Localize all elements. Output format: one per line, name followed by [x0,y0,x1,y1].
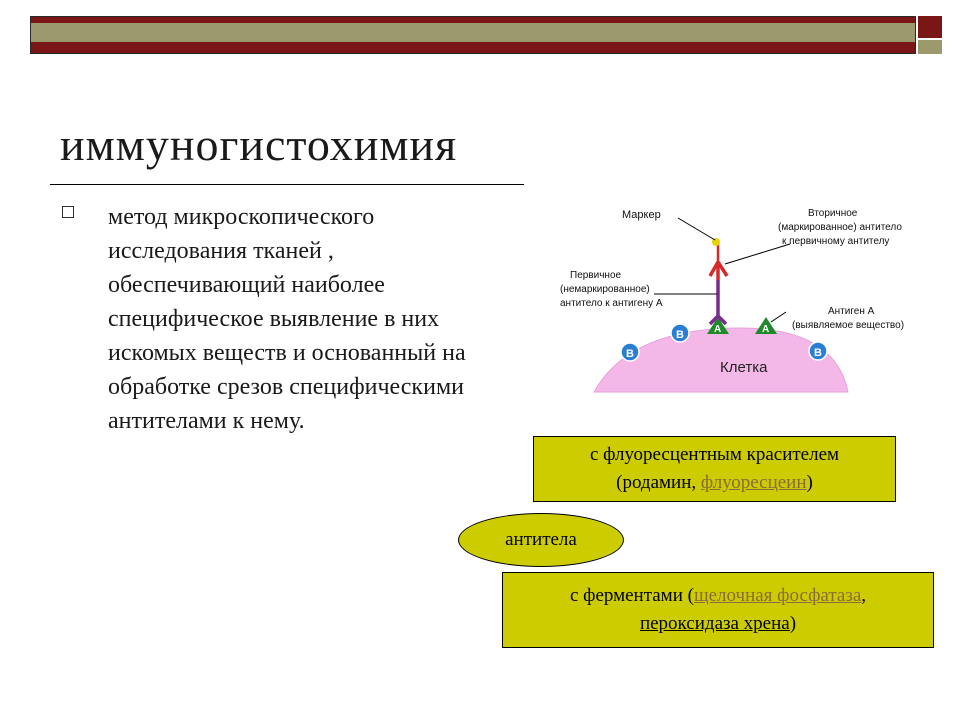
secondary-antibody [708,242,729,280]
fluor-line-1: с флуоресцентным красителем [589,444,840,465]
primary-label-3: антитело к антигену А [560,298,663,309]
secondary-label-3: к первичному антителу [782,236,889,247]
fluor-line-2: (родамин, флуоресцеин) [534,469,895,497]
svg-text:A: A [714,324,721,335]
fluor-prefix: (родамин, [616,472,701,493]
fluor-suffix: ) [806,472,813,493]
antigen-pointer [770,311,787,323]
header-stripe [31,23,915,42]
enzymes-box: с ферментами (щелочная фосфатаза, перокс… [502,572,934,648]
antigen-a-1: A [707,317,729,335]
bullet-text: метод микроскопического исследования тка… [108,204,466,434]
marker-label: Маркер [622,209,661,221]
antigen-a-2: A [755,317,777,335]
antigen-label-2: (выявляемое вещество) [792,320,904,331]
immunohistochemistry-diagram: Клетка B B B A A Маркер Вторичное [560,208,904,393]
antigen-b-1: B [620,342,640,362]
header-corner [918,16,942,54]
antigen-label-1: Антиген А [828,306,875,317]
antigen-b-3: B [808,341,828,361]
primary-label-2: (немаркированное) [560,284,650,295]
fluorescein-link[interactable]: флуоресцеин [700,472,807,493]
enzyme-line-1: с ферментами (щелочная фосфатаза, [503,582,933,610]
marker-pointer [677,217,716,241]
corner-bottom [918,40,942,54]
antibodies-ellipse: антитела [458,513,624,567]
secondary-label-1: Вторичное [808,208,858,219]
antigen-b-2: B [670,323,690,343]
fluorescent-dye-box: с флуоресцентным красителем (родамин, фл… [533,436,896,502]
horseradish-peroxidase-link[interactable]: пероксидаза хрена [639,613,790,634]
enzyme-prefix: с ферментами ( [569,585,694,606]
slide-title: иммуногистохимия [60,119,458,170]
title-underline [50,184,524,185]
enzyme-line-2: пероксидаза хрена) [503,610,933,638]
secondary-label-2: (маркированное) антитело [778,222,902,233]
cell-label: Клетка [720,359,768,376]
alkaline-phosphatase-link[interactable]: щелочная фосфатаза [693,585,862,606]
secondary-pointer [724,243,791,265]
primary-label-1: Первичное [570,270,622,281]
svg-text:B: B [676,329,684,341]
enzyme-suffix: ) [789,613,797,634]
svg-text:A: A [762,324,769,335]
corner-top [918,16,942,38]
antibodies-label: антитела [505,529,577,550]
svg-text:B: B [814,347,822,359]
svg-text:B: B [626,348,634,360]
primary-antibody [708,280,728,326]
header-bar [30,16,916,54]
enzyme-comma: , [861,585,867,606]
marker-dot [712,238,720,246]
bullet-icon [62,206,74,218]
